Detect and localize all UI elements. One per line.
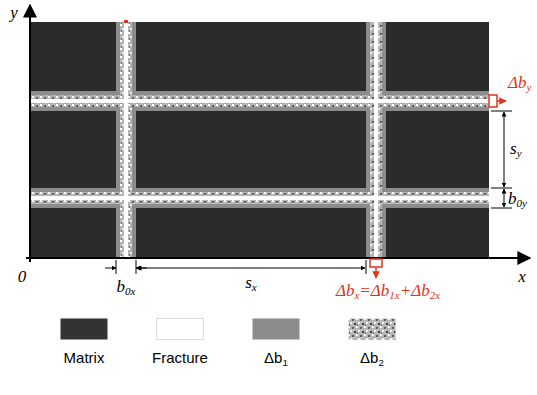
- dimension-label: b0x: [117, 278, 136, 297]
- legend-swatch: [156, 318, 204, 340]
- legend-swatch: [60, 318, 108, 340]
- dimension-label: b0y: [508, 190, 527, 209]
- legend-label: Matrix: [64, 350, 105, 365]
- axis-label: x: [518, 268, 526, 285]
- legend-swatch: [252, 318, 300, 340]
- legend-label: Fracture: [152, 350, 208, 365]
- legend-label: Δb2: [360, 350, 384, 368]
- legend-label: Δb1: [264, 350, 288, 368]
- dimension-label: sx: [245, 274, 257, 293]
- legend-swatch: [348, 318, 396, 340]
- dimension-label: sy: [510, 140, 522, 159]
- dimension-label: Δbx=Δb1x+Δb2x: [336, 282, 440, 301]
- axis-label: y: [10, 4, 18, 21]
- axis-label: 0: [18, 268, 27, 285]
- dimension-label: Δby: [508, 74, 531, 93]
